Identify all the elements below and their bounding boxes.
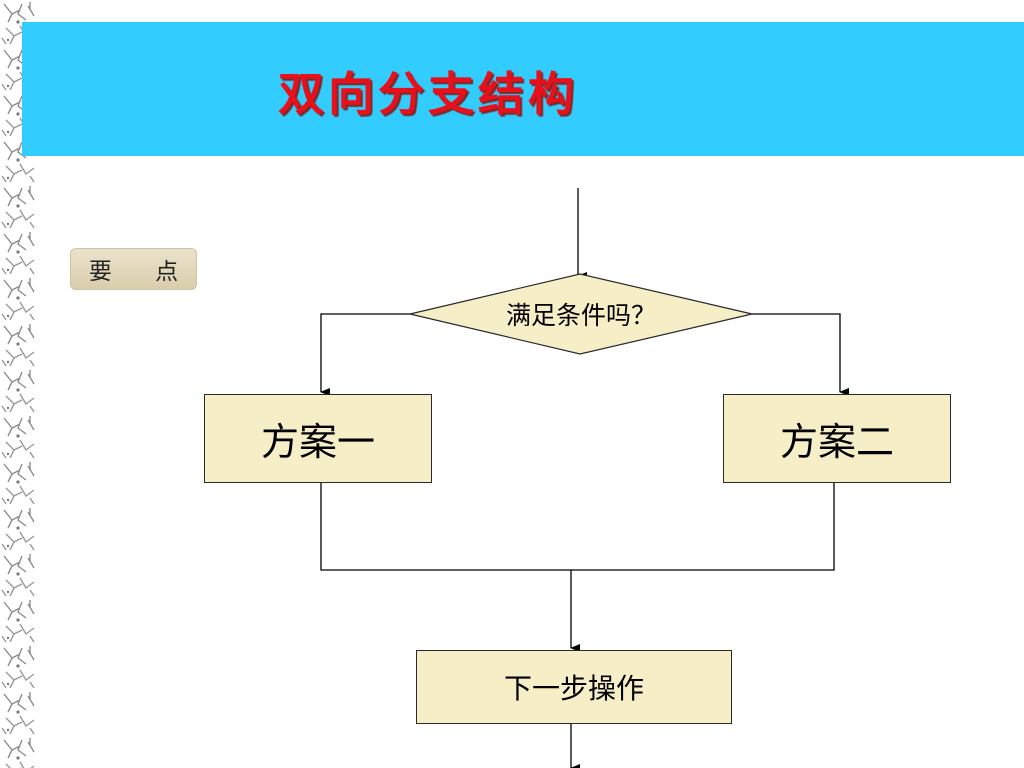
- slide-title: 双向分支结构: [278, 67, 578, 121]
- next-step-label: 下一步操作: [503, 672, 644, 705]
- process-box-plan-two: 方案二: [723, 394, 951, 483]
- plan-two-label: 方案二: [779, 420, 894, 464]
- plan-one-label: 方案一: [260, 420, 375, 464]
- merge-connector: [320, 483, 835, 571]
- title-band: [22, 22, 1024, 156]
- process-box-next-step: 下一步操作: [416, 650, 732, 724]
- decision-label: 满足条件吗？: [505, 301, 656, 330]
- no-branch-connector: [752, 313, 849, 396]
- key-points-badge: 要 点: [70, 248, 197, 290]
- process-box-plan-one: 方案一: [204, 394, 432, 483]
- yes-branch-connector: [320, 313, 410, 396]
